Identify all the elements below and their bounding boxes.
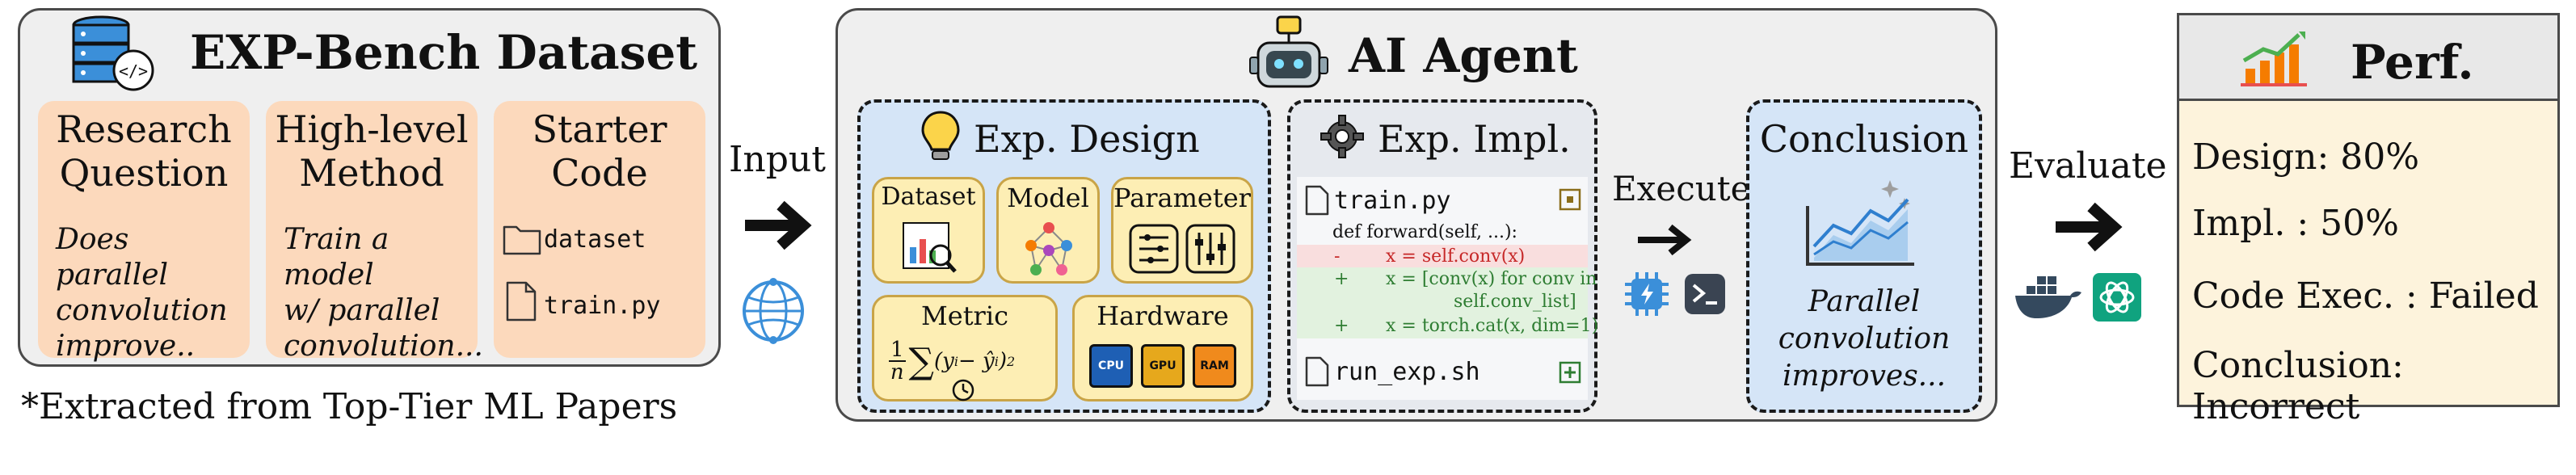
code-line: x = [conv(x) for conv in [1386, 269, 1597, 289]
robot-icon [1249, 15, 1328, 88]
execute-label: Execute [1612, 169, 1751, 208]
network-icon [1025, 222, 1072, 275]
card-title: Starter Code [532, 107, 667, 195]
chip-icon [1625, 272, 1669, 316]
item-label: Metric [920, 301, 1008, 331]
formula-num: 1 [889, 338, 906, 362]
svg-text:</>: </> [119, 61, 148, 81]
conclusion-body: Parallel convolution improves... [1778, 285, 1951, 393]
input-label: Input [729, 139, 826, 180]
diff-add-bg [1297, 267, 1588, 338]
formula-exp: 2 [1006, 353, 1016, 369]
gear-icon [1320, 115, 1364, 158]
database-icon: </> [72, 15, 154, 91]
arrow-right-icon [1638, 224, 1692, 256]
high-level-method-card: High-level Method Train a model w/ paral… [266, 101, 483, 363]
agent-title: AI Agent [1349, 28, 1578, 83]
chip-icon: GPU [1141, 344, 1185, 388]
code-line: x = self.conv(x) [1386, 246, 1526, 267]
model-item: Model [996, 177, 1100, 284]
dataset-title: EXP-Bench Dataset [190, 25, 698, 80]
ai-agent-panel: AI Agent Exp. Design Dataset Model [836, 8, 1997, 422]
starter-code-card: Starter Code dataset train.py [494, 101, 705, 358]
exp-impl-title: Exp. Impl. [1378, 117, 1571, 161]
chart-up-icon [2241, 32, 2307, 86]
terminal-icon [1685, 274, 1725, 314]
file-icon [1305, 356, 1329, 387]
openai-icon [2093, 273, 2141, 322]
perf-row-design: Design: 80% [2192, 137, 2420, 178]
code-line: x = torch.cat(x, dim=1) [1386, 316, 1599, 336]
evaluate-label: Evaluate [2009, 145, 2167, 187]
diff-sign: + [1334, 269, 1349, 289]
card-title: High-level Method [275, 107, 469, 195]
folder-icon [503, 225, 541, 255]
code-filename: train.py [1334, 187, 1451, 215]
conclusion-box: Conclusion Parallel convolution improves… [1746, 99, 1982, 413]
chip-label: RAM [1200, 359, 1229, 372]
item-label: Model [1007, 183, 1089, 213]
file-name: dataset [544, 225, 646, 254]
timer-icon [952, 379, 974, 401]
arrow-right-icon [745, 200, 812, 250]
lightbulb-icon [921, 111, 960, 160]
perf-title: Perf. [2351, 35, 2474, 90]
file-icon [506, 281, 537, 322]
diff-sign: - [1334, 246, 1341, 267]
formula-sub: i [994, 353, 999, 369]
code-editor: train.py def forward(self, ...): - x = s… [1297, 177, 1598, 400]
chip-icon: RAM [1193, 344, 1236, 388]
chip-label: CPU [1098, 359, 1124, 372]
chart-icon [903, 222, 957, 273]
hardware-item: Hardware CPU GPU RAM [1072, 295, 1253, 401]
file-icon [1305, 185, 1329, 216]
conclusion-title: Conclusion [1759, 117, 1969, 161]
arrow-right-icon [2056, 202, 2123, 252]
research-question-card: Research Question Does parallel convolut… [38, 101, 250, 363]
formula-body: (y [933, 349, 954, 373]
formula-sub: i [953, 353, 958, 369]
formula-close: ) [998, 349, 1007, 373]
code-filename: run_exp.sh [1334, 358, 1480, 386]
diff-sign: + [1334, 316, 1349, 336]
perf-row-code-exec: Code Exec. : Failed [2192, 275, 2539, 317]
dataset-item: Dataset [872, 177, 985, 284]
item-label: Parameter [1113, 183, 1251, 213]
perf-row-impl: Impl. : 50% [2192, 203, 2399, 244]
item-label: Hardware [1096, 301, 1229, 331]
card-title: Research Question [56, 107, 232, 195]
collapse-icon [1559, 188, 1581, 211]
perf-header: Perf. [2179, 15, 2557, 101]
perf-panel: Perf. Design: 80% Impl. : 50% Code Exec.… [2177, 13, 2560, 427]
expand-icon [1559, 361, 1581, 384]
dataset-panel: </> EXP-Bench Dataset Research Question … [18, 8, 721, 367]
code-line: def forward(self, ...): [1332, 222, 1517, 242]
formula-den: n [890, 360, 904, 385]
item-label: Dataset [881, 183, 976, 211]
sliders-icon [1129, 224, 1235, 274]
file-name: train.py [544, 292, 661, 320]
globe-icon [743, 278, 804, 344]
formula-sum: ∑ [908, 340, 934, 382]
chart-icon [1806, 180, 1914, 266]
parameter-item: Parameter [1111, 177, 1253, 284]
code-line: self.conv_list] [1454, 292, 1576, 312]
docker-icon [2015, 276, 2081, 318]
exp-design-box: Exp. Design Dataset Model Parameter [857, 99, 1271, 413]
chip-row: CPU GPU RAM [1089, 344, 1236, 388]
footnote: *Extracted from Top-Tier ML Papers [21, 386, 678, 427]
chip-icon: CPU [1089, 344, 1133, 388]
diff-remove-bg [1297, 245, 1588, 267]
chip-label: GPU [1149, 359, 1176, 372]
perf-row-conclusion: Conclusion: Incorrect [2192, 345, 2404, 427]
exp-design-title: Exp. Design [974, 117, 1200, 161]
card-body: Does parallel convolution improve.. [56, 223, 228, 363]
formula-minus: − ŷ [958, 349, 995, 373]
card-body: Train a model w/ parallel convolution... [284, 223, 483, 363]
exp-impl-box: Exp. Impl. train.py def forward(self, ..… [1287, 99, 1598, 413]
